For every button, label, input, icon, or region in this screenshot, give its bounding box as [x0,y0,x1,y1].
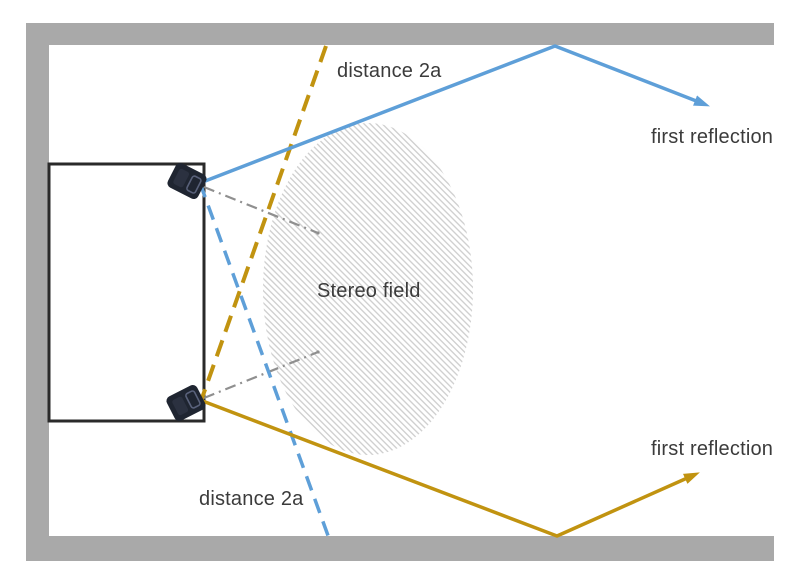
speaker-axis-top-endpoint [316,231,320,235]
speaker-top-driver [186,175,202,194]
wall-left [26,23,49,561]
desk-rectangle [47,162,206,423]
label-first-reflection-top: first reflection [651,126,774,148]
speaker-axis-top [203,185,319,235]
speaker-axis-bottom [203,350,319,400]
label-distance-2a-top: distance 2a [337,60,442,82]
distance-2a-line-gold [199,45,328,402]
first-reflection-path-gold [199,398,700,538]
wall-bottom [26,536,774,561]
speaker-bottom-woofer [172,396,189,416]
speaker-bottom-icon [166,384,206,422]
speaker-top-woofer [173,168,190,188]
speaker-axis-bottom-endpoint [316,350,320,354]
stereo-field-ellipse [263,123,473,455]
label-first-reflection-bottom: first reflection [651,438,774,460]
first-reflection-path-blue [199,44,711,185]
wall-top [26,23,774,45]
speaker-top-icon [167,162,207,200]
speaker-bottom-driver [185,390,201,409]
distance-2a-line-blue [198,182,332,542]
label-distance-2a-bottom: distance 2a [199,488,304,510]
label-stereo-field: Stereo field [317,280,421,302]
